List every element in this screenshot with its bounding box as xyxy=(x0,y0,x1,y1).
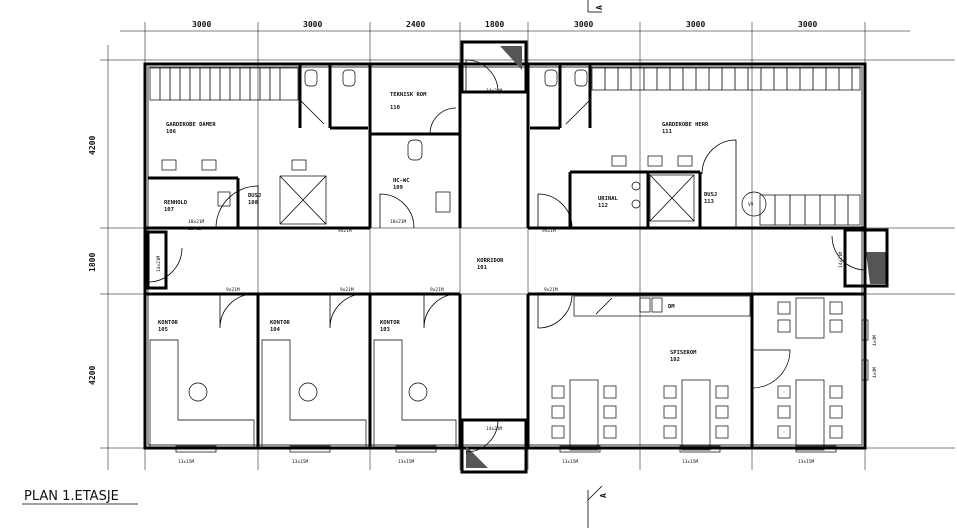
window-label-5: 13x15M xyxy=(682,459,699,465)
room-kontor-104: KONTOR xyxy=(270,320,291,326)
door-label-kontor-105: 9x21M xyxy=(226,287,240,293)
dim-top-3: 2400 xyxy=(406,20,425,29)
room-kontor-103: KONTOR xyxy=(380,320,401,326)
dim-top-2: 3000 xyxy=(303,20,322,29)
room-kontor-105: KONTOR xyxy=(158,320,179,326)
window-label-1: 13x15M xyxy=(178,459,195,465)
room-hc-wc-number: 109 xyxy=(393,185,403,191)
room-dusj-113-number: 113 xyxy=(704,199,714,205)
office-furniture xyxy=(149,339,457,449)
room-urinal-number: 112 xyxy=(598,203,608,209)
door-label-spiserom: 9x21M xyxy=(544,287,558,293)
dim-top-5: 3000 xyxy=(574,20,593,29)
sanitary-fixtures: VV xyxy=(161,69,767,225)
window-label-3: 13x15M xyxy=(398,459,415,465)
section-marker-bottom: A xyxy=(599,493,608,498)
room-kontor-104-number: 104 xyxy=(270,327,281,333)
room-korridor-number: 101 xyxy=(477,265,488,271)
window-label-4: 13x15M xyxy=(562,459,579,465)
room-urinal: URINAL xyxy=(598,196,619,202)
interior-walls xyxy=(145,64,865,448)
door-label-top-entry: 14x21M xyxy=(486,88,503,94)
room-dusj-108: DUSJ xyxy=(248,193,261,199)
dim-left-3: 4200 xyxy=(88,366,97,385)
vv-label: VV xyxy=(748,202,754,208)
windows: 13x15M 13x15M 13x15M 13x15M 13x15M 13x15… xyxy=(175,319,869,465)
dim-top-1: 3000 xyxy=(192,20,211,29)
dim-top-6: 3000 xyxy=(686,20,705,29)
room-kontor-103-number: 103 xyxy=(380,327,390,333)
room-hc-wc: HC-WC xyxy=(393,178,410,184)
door-label-bottom-entry: 14x21M xyxy=(486,426,503,432)
door-label-renhold: 10x21M xyxy=(188,219,205,225)
dim-top-7: 3000 xyxy=(798,20,817,29)
door-label-window-b: 4x4M xyxy=(872,367,878,378)
section-markers: A A xyxy=(587,0,608,528)
lockers xyxy=(149,67,861,226)
dim-left-2: 1800 xyxy=(88,253,97,272)
door-label-right-exit: 14x21M xyxy=(838,251,844,268)
room-teknisk-number: 110 xyxy=(390,105,400,111)
dining-furniture: DM xyxy=(551,295,843,451)
dim-top-4: 1800 xyxy=(485,20,504,29)
room-renhold-number: 107 xyxy=(164,207,174,213)
door-label-renhold-class: EI-15 xyxy=(188,226,202,232)
room-kontor-105-number: 105 xyxy=(158,327,168,333)
door-label-left-exit: 14x21M xyxy=(156,255,162,272)
room-dusj-108-number: 108 xyxy=(248,200,258,206)
door-label-hcwc: 10x21M xyxy=(390,219,407,225)
window-label-2: 13x15M xyxy=(292,459,309,465)
room-renhold: RENHOLD xyxy=(164,200,188,206)
dim-left-1: 4200 xyxy=(88,136,97,155)
door-label-kontor-104: 9x21M xyxy=(340,287,354,293)
plan-title: PLAN 1.ETASJE xyxy=(24,489,119,504)
room-garderobe-herr: GARDEROBE HERR xyxy=(662,122,709,128)
dm-label: DM xyxy=(668,304,675,310)
exterior-walls xyxy=(143,40,867,474)
door-labels: 14x21M 14x21M 10x21M EI-15 9x21M 10x21M … xyxy=(156,88,878,432)
plan-title-group: PLAN 1.ETASJE xyxy=(22,489,138,505)
door-label-kontor-103: 9x21M xyxy=(430,287,444,293)
room-dusj-113: DUSJ xyxy=(704,192,717,198)
door-label-dusj: 9x21M xyxy=(338,228,352,234)
room-teknisk: TEKNISK ROM xyxy=(390,92,427,98)
room-spiserom-number: 102 xyxy=(670,357,680,363)
dimension-labels: 3000 3000 2400 1800 3000 3000 3000 4200 … xyxy=(88,20,817,385)
window-label-6: 13x15M xyxy=(798,459,815,465)
room-korridor: KORRIDOR xyxy=(477,258,504,264)
section-marker-top: A xyxy=(595,5,604,10)
door-label-herr: 9x21M xyxy=(542,228,556,234)
room-labels: GARDEROBE DAMER 106 TEKNISK ROM 110 GARD… xyxy=(158,92,717,363)
room-garderobe-damer-number: 106 xyxy=(166,129,177,135)
room-spiserom: SPISEROM xyxy=(670,350,697,356)
door-swings xyxy=(147,59,867,453)
room-garderobe-herr-number: 111 xyxy=(662,129,673,135)
room-garderobe-damer: GARDEROBE DAMER xyxy=(166,122,216,128)
door-label-window-a: 4x4M xyxy=(872,335,878,346)
